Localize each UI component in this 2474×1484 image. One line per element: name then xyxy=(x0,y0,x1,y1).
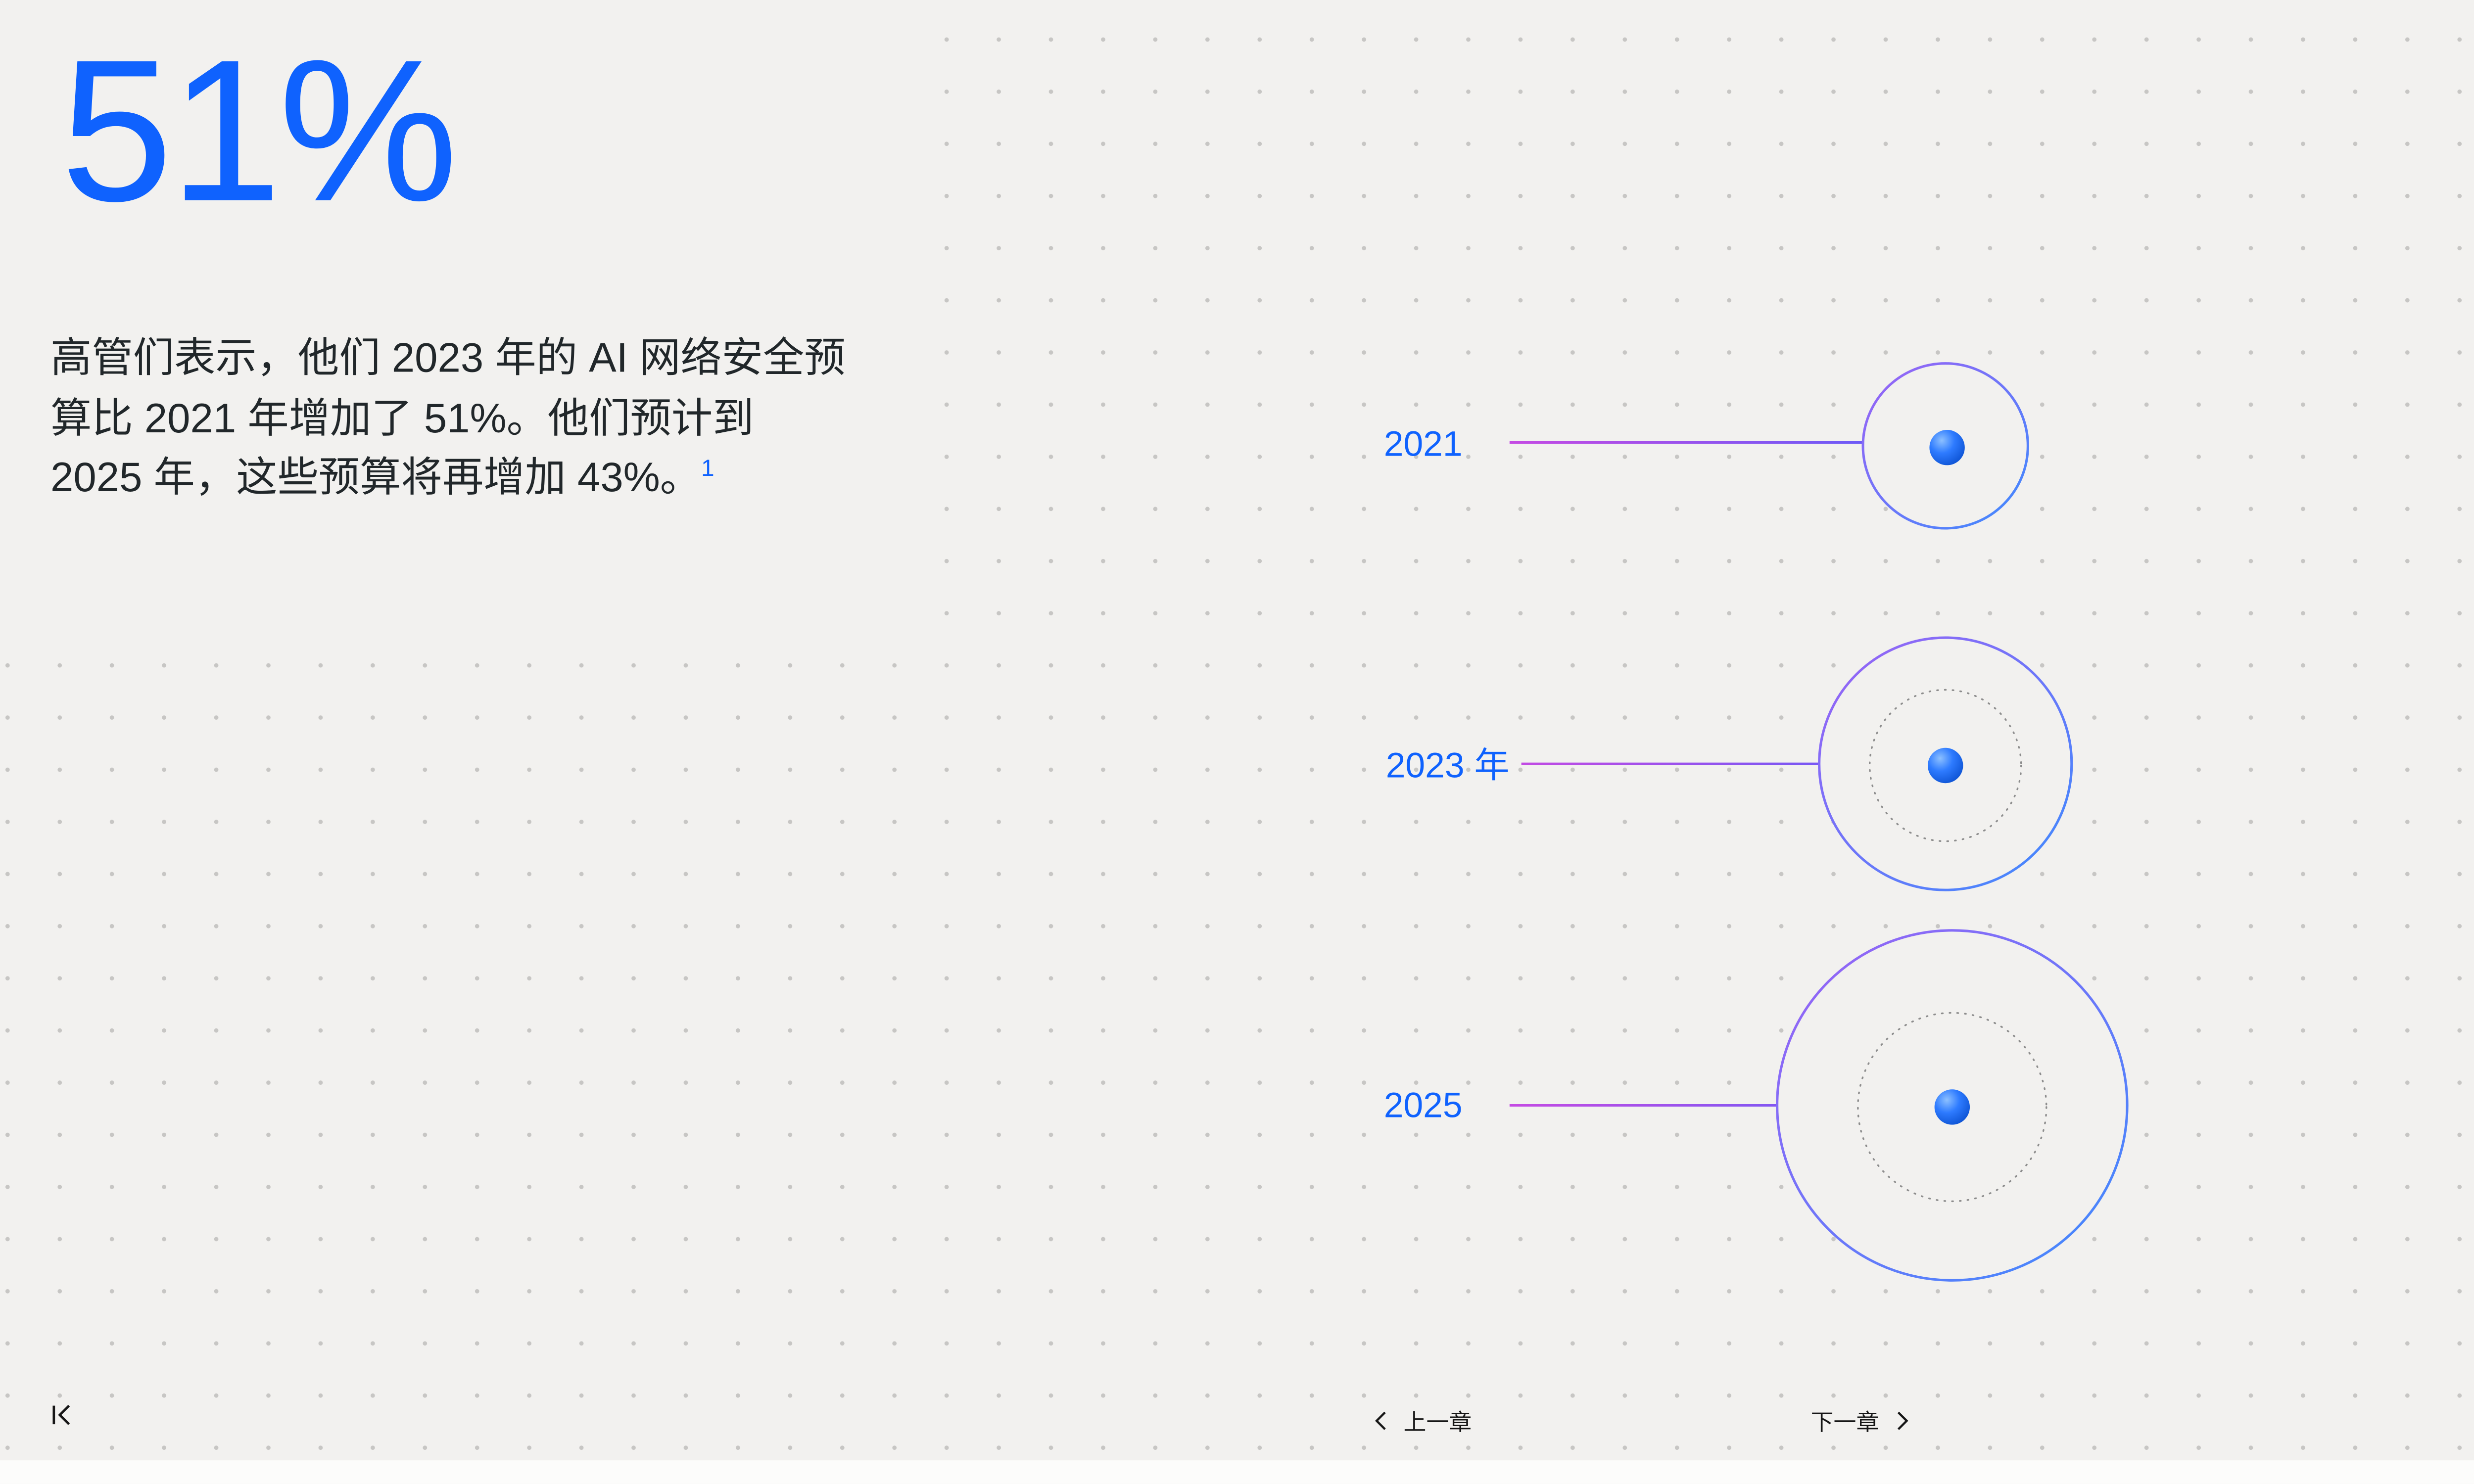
stat-headline: 51% xyxy=(60,18,458,244)
data-point-sphere-2021 xyxy=(1929,429,1965,465)
pagination-bar: 上一章 下一章 8 xyxy=(0,1387,2474,1457)
prev-chapter-label: 上一章 xyxy=(1403,1410,1472,1436)
headline-block: 51% 高管们表示，他们 2023 年的 AI 网络安全预算比 2021 年增加… xyxy=(0,0,909,660)
chevron-right-icon xyxy=(1897,1411,1907,1430)
label-2023: 2023 年 xyxy=(1386,745,1510,785)
bubble-2025: 2025 xyxy=(1384,929,2129,1282)
bubble-2023: 2023 年 xyxy=(1386,636,2073,891)
footnote-ref[interactable]: 1 xyxy=(701,454,714,481)
data-point-sphere-2025 xyxy=(1934,1089,1970,1125)
page-bottom-strip xyxy=(0,1460,2474,1484)
data-point-sphere-2023 xyxy=(1928,747,1963,784)
baseline-dotted-circle-2023 xyxy=(1868,689,2022,842)
label-2021: 2021 xyxy=(1384,424,1463,464)
label-2025: 2025 xyxy=(1384,1085,1463,1125)
next-chapter-button[interactable]: 下一章 xyxy=(1801,1396,1919,1443)
baseline-dotted-circle-2025 xyxy=(1857,1012,2047,1203)
bubble-2021: 2021 xyxy=(1384,362,2029,530)
skip-to-start-icon xyxy=(52,1404,70,1425)
next-chapter-label: 下一章 xyxy=(1810,1410,1879,1436)
chevron-left-icon xyxy=(1375,1411,1386,1430)
body-text: 高管们表示，他们 2023 年的 AI 网络安全预算比 2021 年增加了 51… xyxy=(50,336,846,502)
prev-chapter-button[interactable]: 上一章 xyxy=(1363,1396,1482,1443)
first-page-button[interactable] xyxy=(41,1396,83,1434)
body-paragraph: 高管们表示，他们 2023 年的 AI 网络安全预算比 2021 年增加了 51… xyxy=(50,330,848,509)
